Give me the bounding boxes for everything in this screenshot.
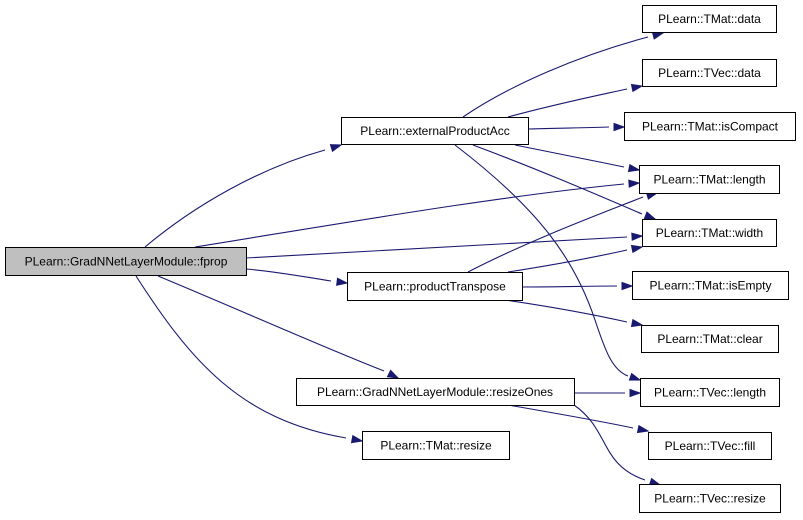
edge-line bbox=[472, 144, 643, 215]
edge-productTranspose-to-tmat_length bbox=[467, 191, 659, 273]
node-label-tvec-resize: PLearn::TVec::resize bbox=[654, 492, 766, 506]
edge-arrowhead bbox=[630, 244, 644, 254]
edge-line bbox=[144, 149, 326, 248]
edge-line bbox=[454, 144, 629, 377]
edge-arrowhead bbox=[329, 144, 343, 153]
node-tvec-resize[interactable]: PLearn::TVec::resize bbox=[639, 484, 781, 513]
edge-line bbox=[573, 404, 646, 481]
edge-arrowhead bbox=[621, 281, 634, 291]
node-tmat-clear[interactable]: PLearn::TMat::clear bbox=[641, 325, 779, 353]
edge-line bbox=[462, 36, 649, 118]
edge-line bbox=[157, 275, 385, 372]
node-tmat-length[interactable]: PLearn::TMat::length bbox=[639, 165, 780, 194]
edge-arrowhead bbox=[628, 179, 641, 188]
edge-line bbox=[194, 183, 625, 248]
edge-productTranspose-to-tmat_width bbox=[507, 244, 644, 273]
edge-arrowhead bbox=[627, 163, 641, 173]
node-label-tmat-data: PLearn::TMat::data bbox=[658, 12, 761, 26]
node-label-externalProductAcc: PLearn::externalProductAcc bbox=[360, 124, 509, 138]
edge-arrowhead bbox=[630, 318, 644, 328]
edge-arrowhead bbox=[629, 388, 642, 398]
edge-externalProductAcc-to-tmat_data bbox=[462, 31, 665, 118]
edge-arrowhead bbox=[386, 369, 400, 379]
edges-layer bbox=[135, 31, 665, 486]
edge-productTranspose-to-tmat_clear bbox=[504, 299, 644, 328]
edge-externalProductAcc-to-tvec_length bbox=[454, 144, 642, 381]
edge-line bbox=[507, 404, 634, 429]
node-label-tmat-isCompact: PLearn::TMat::isCompact bbox=[642, 120, 779, 134]
node-externalProductAcc[interactable]: PLearn::externalProductAcc bbox=[341, 117, 529, 145]
edge-arrowhead bbox=[628, 372, 642, 381]
edge-externalProductAcc-to-tmat_isCompact bbox=[527, 122, 626, 132]
edge-fprop-to-resizeOnes bbox=[157, 275, 400, 379]
edge-line bbox=[135, 275, 347, 439]
node-productTranspose[interactable]: PLearn::productTranspose bbox=[347, 272, 523, 301]
node-label-resizeOnes: PLearn::GradNNetLayerModule::resizeOnes bbox=[317, 385, 553, 399]
node-tvec-data[interactable]: PLearn::TVec::data bbox=[642, 59, 777, 87]
edge-arrowhead bbox=[636, 424, 650, 434]
node-tmat-isCompact[interactable]: PLearn::TMat::isCompact bbox=[624, 112, 796, 141]
edge-fprop-to-tmat_width bbox=[245, 232, 644, 259]
nodes-layer: PLearn::GradNNetLayerModule::fprop PLear… bbox=[5, 5, 796, 513]
edge-line bbox=[467, 196, 644, 273]
edge-fprop-to-tmat_resize bbox=[135, 275, 364, 444]
edge-arrowhead bbox=[613, 122, 626, 132]
node-tmat-data[interactable]: PLearn::TMat::data bbox=[642, 5, 777, 33]
edge-resizeOnes-to-tvec_length bbox=[574, 388, 642, 398]
node-resizeOnes[interactable]: PLearn::GradNNetLayerModule::resizeOnes bbox=[296, 378, 575, 406]
edge-arrowhead bbox=[336, 277, 349, 286]
node-label-tmat-clear: PLearn::TMat::clear bbox=[657, 332, 762, 346]
edge-line bbox=[507, 249, 628, 273]
edge-line bbox=[514, 144, 625, 168]
edge-fprop-to-productTranspose bbox=[245, 268, 349, 286]
node-label-tvec-length: PLearn::TVec::length bbox=[654, 386, 766, 400]
edge-resizeOnes-to-tvec_fill bbox=[507, 404, 650, 434]
node-label-tvec-fill: PLearn::TVec::fill bbox=[665, 439, 756, 453]
edge-arrowhead bbox=[630, 83, 644, 93]
node-tmat-resize[interactable]: PLearn::TMat::resize bbox=[362, 431, 510, 460]
edge-arrowhead bbox=[643, 211, 657, 220]
node-label-fprop: PLearn::GradNNetLayerModule::fprop bbox=[25, 255, 228, 269]
edge-externalProductAcc-to-tmat_length bbox=[514, 144, 641, 173]
node-label-tmat-length: PLearn::TMat::length bbox=[653, 173, 765, 187]
node-tmat-width[interactable]: PLearn::TMat::width bbox=[642, 219, 777, 247]
edge-line bbox=[527, 126, 610, 130]
node-tvec-length[interactable]: PLearn::TVec::length bbox=[640, 378, 780, 407]
edge-line bbox=[507, 88, 628, 118]
edge-productTranspose-to-tmat_isEmpty bbox=[521, 281, 634, 291]
edge-arrowhead bbox=[651, 31, 665, 40]
node-tmat-isEmpty[interactable]: PLearn::TMat::isEmpty bbox=[632, 271, 789, 300]
edge-externalProductAcc-to-tmat_width bbox=[472, 144, 657, 220]
node-tvec-fill[interactable]: PLearn::TVec::fill bbox=[648, 432, 772, 460]
edge-fprop-to-tmat_length bbox=[194, 179, 641, 248]
node-label-tmat-resize: PLearn::TMat::resize bbox=[380, 439, 492, 453]
edge-externalProductAcc-to-tvec_data bbox=[507, 83, 644, 118]
node-label-tvec-data: PLearn::TVec::data bbox=[658, 66, 761, 80]
edge-line bbox=[245, 236, 628, 259]
edge-line bbox=[245, 268, 332, 282]
edge-resizeOnes-to-tvec_resize bbox=[573, 404, 662, 486]
node-fprop[interactable]: PLearn::GradNNetLayerModule::fprop bbox=[5, 247, 247, 276]
edge-fprop-to-externalProductAcc bbox=[144, 144, 343, 248]
node-label-tmat-isEmpty: PLearn::TMat::isEmpty bbox=[649, 279, 771, 293]
edge-line bbox=[521, 285, 618, 288]
edge-arrowhead bbox=[631, 232, 644, 241]
node-label-tmat-width: PLearn::TMat::width bbox=[656, 226, 763, 240]
edge-line bbox=[504, 299, 628, 323]
node-label-productTranspose: PLearn::productTranspose bbox=[364, 280, 506, 294]
edge-arrowhead bbox=[350, 434, 364, 444]
